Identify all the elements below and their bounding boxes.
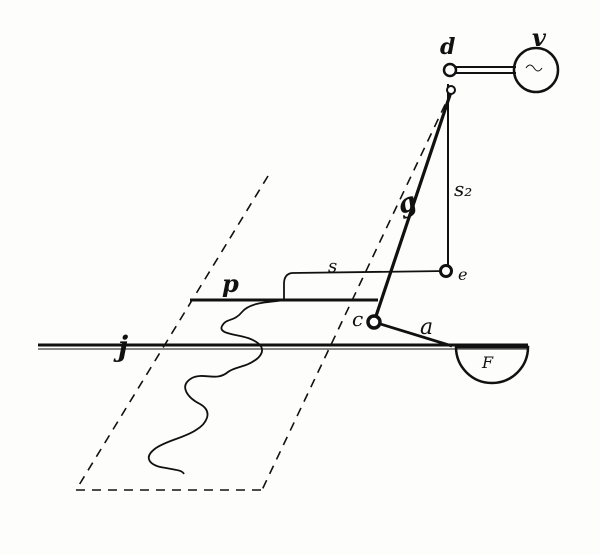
joint-c bbox=[366, 314, 382, 330]
label-v: v bbox=[532, 23, 547, 52]
ground-line bbox=[38, 343, 528, 350]
label-F: F bbox=[481, 353, 494, 372]
fixed-pivot-F bbox=[454, 345, 530, 385]
label-s: s bbox=[328, 256, 337, 277]
joint-e bbox=[439, 264, 453, 278]
bar-s bbox=[283, 270, 447, 300]
weight-ball-v bbox=[512, 46, 560, 94]
label-c: c bbox=[352, 307, 363, 331]
link-g bbox=[372, 91, 453, 323]
label-s2: s₂ bbox=[454, 177, 472, 201]
dashed-frame bbox=[75, 89, 453, 491]
label-d: d bbox=[440, 34, 455, 60]
label-a: a bbox=[420, 315, 433, 340]
joint-d bbox=[442, 62, 458, 78]
frame-right-edge bbox=[261, 89, 453, 491]
link-a bbox=[373, 320, 453, 348]
arm-d-v bbox=[456, 66, 516, 74]
traced-curve bbox=[147, 299, 287, 475]
frame-left-edge bbox=[75, 175, 269, 491]
label-e: e bbox=[458, 265, 467, 284]
joint-d-lower bbox=[446, 85, 456, 95]
label-p: p bbox=[222, 269, 239, 298]
